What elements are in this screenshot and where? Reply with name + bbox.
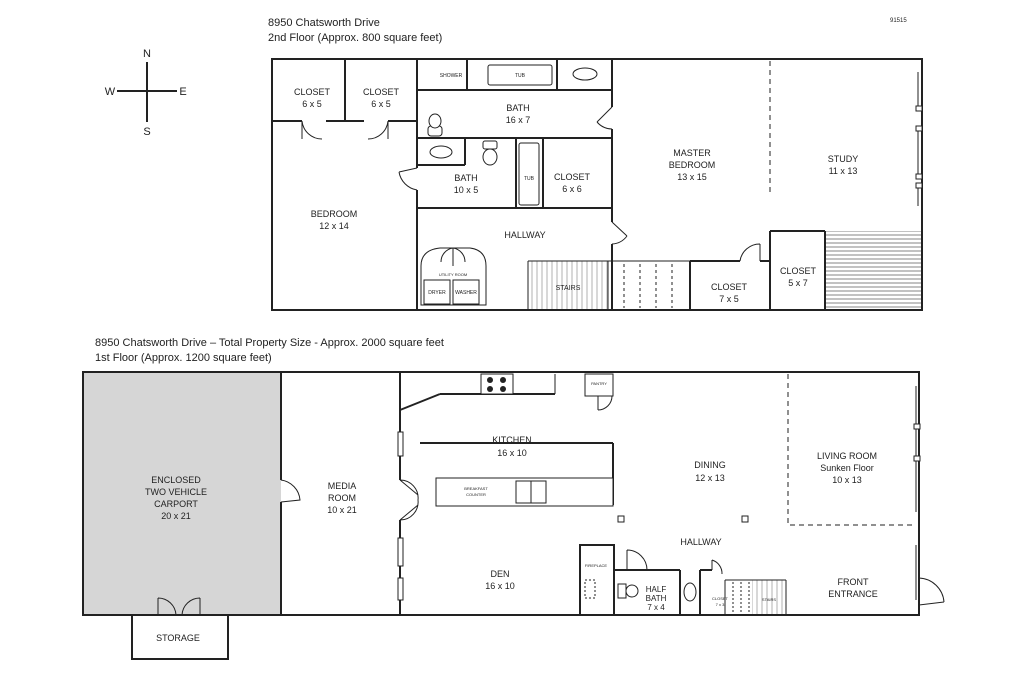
dining-dims: 12 x 13 [695,473,725,483]
bath-top-dims: 16 x 7 [506,115,531,125]
master-dims: 13 x 15 [677,172,707,182]
den-label: DEN [490,569,509,579]
master-label-1: MASTER [673,148,711,158]
compass-north: N [143,48,151,60]
closet-right-label: CLOSET [780,266,817,276]
bedroom-dims: 12 x 14 [319,221,349,231]
counter-line-2: COUNTER [466,492,486,497]
tub-top-label: TUB [515,73,526,79]
closet-1-label: CLOSET [712,596,729,601]
compass-south: S [143,126,150,138]
living-line-2: Sunken Floor [820,463,874,473]
closet-a-dims: 6 x 5 [302,99,322,109]
hallway-2-label: HALLWAY [504,230,545,240]
fireplace-label: FIREPLACE [585,563,608,568]
kitchen-dims: 16 x 10 [497,448,527,458]
master-label-2: BEDROOM [669,160,716,170]
closet-mid-dims: 6 x 6 [562,184,582,194]
hallway-1-label: HALLWAY [680,537,721,547]
fireplace-box [579,544,615,616]
stairs-shaded-area [528,261,608,309]
bedroom-label: BEDROOM [311,209,358,219]
closet-b-label: CLOSET [363,87,400,97]
compass-west: W [105,86,116,98]
carport-area [83,372,281,615]
carport-line-2: TWO VEHICLE [145,487,207,497]
living-dims: 10 x 13 [832,475,862,485]
closet-mid-label: CLOSET [554,172,591,182]
closet-lower-dims: 7 x 5 [719,294,739,304]
bath-top-label: BATH [506,103,529,113]
closet-right-dims: 5 x 7 [788,278,808,288]
closet-a-label: CLOSET [294,87,331,97]
carport-dims: 20 x 21 [161,511,191,521]
bath-small-label: BATH [454,173,477,183]
utility-label: UTILITY ROOM [439,272,467,277]
study-label: STUDY [828,154,859,164]
tub-small-label: TUB [524,176,535,182]
shower-label: SHOWER [440,73,463,79]
media-line-2: ROOM [328,493,356,503]
closet-1-dims: 7 x 3 [716,602,725,607]
second-floor-plan: CLOSET 6 x 5 CLOSET 6 x 5 SHOWER TUB BAT… [271,58,923,311]
dining-label: DINING [694,460,726,470]
carport-line-3: CARPORT [154,499,198,509]
closet-b-dims: 6 x 5 [371,99,391,109]
counter-line-1: BREAKFAST [464,486,488,491]
pantry-label: PANTRY [591,381,607,386]
carport-line-1: ENCLOSED [151,475,201,485]
halfbath-line-1: HALF [646,585,667,594]
floor1-size: 1st Floor (Approx. 1200 square feet) [95,352,272,364]
compass-rose: N S W E [105,48,187,138]
floor1-address: 8950 Chatsworth Drive – Total Property S… [95,337,444,349]
living-room-sunken-outline [787,374,915,526]
media-line-1: MEDIA [328,481,357,491]
closet-lower-label: CLOSET [711,282,748,292]
entrance-line-1: FRONT [838,577,869,587]
kitchen-label: KITCHEN [492,435,532,445]
compass-east: E [179,86,186,98]
study-hatched-area [825,231,921,310]
first-floor-plan: ENCLOSED TWO VEHICLE CARPORT 20 x 21 STO… [82,371,945,660]
den-dims: 16 x 10 [485,581,515,591]
stairs-1-shaded [752,580,786,614]
media-dims: 10 x 21 [327,505,357,515]
stairs-1-label: STAIRS [762,597,776,602]
storage-box [131,614,229,660]
floor2-size: 2nd Floor (Approx. 800 square feet) [268,32,443,44]
dryer-label: DRYER [428,290,446,296]
stairs-2-label: STAIRS [556,285,581,292]
plan-code: 91515 [890,18,907,24]
bath-small-dims: 10 x 5 [454,185,479,195]
floor2-address: 8950 Chatsworth Drive [268,17,380,29]
study-dims: 11 x 13 [829,166,858,176]
storage-label: STORAGE [156,633,200,643]
halfbath-line-2: BATH [646,594,667,603]
halfbath-dims: 7 x 4 [647,603,665,612]
entrance-line-2: ENTRANCE [828,589,878,599]
living-line-1: LIVING ROOM [817,451,877,461]
washer-label: WASHER [455,290,477,296]
